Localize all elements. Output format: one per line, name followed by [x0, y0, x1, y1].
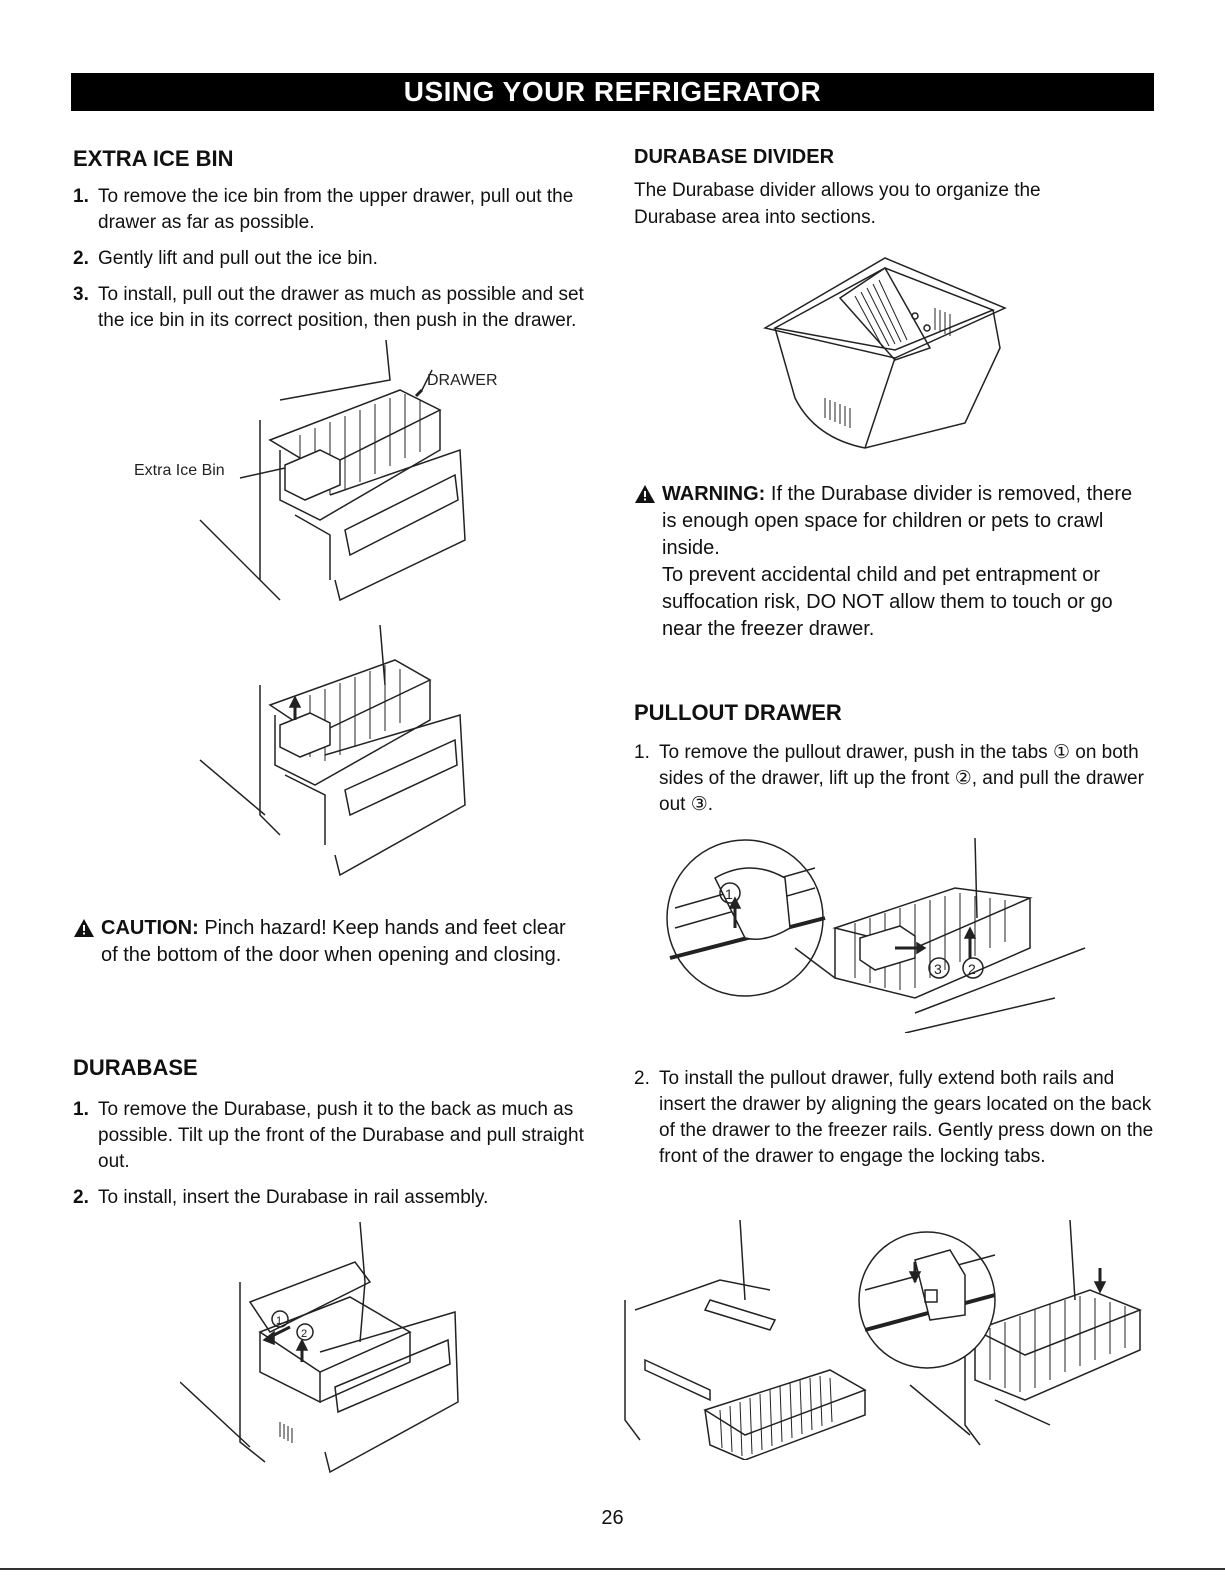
caution-text: Pinch hazard! Keep hands and feet clear … [101, 917, 566, 966]
extra-ice-bin-install-illustration [195, 625, 485, 885]
warning-label: WARNING: [662, 483, 766, 505]
svg-text:3: 3 [934, 961, 942, 977]
svg-text:2: 2 [301, 1328, 307, 1340]
list-item: 2.Gently lift and pull out the ice bin. [73, 248, 378, 269]
svg-text:2: 2 [968, 961, 976, 977]
pullout-drawer-section: PULLOUT DRAWER 1.To remove the pullout d… [634, 700, 1159, 828]
warning-text: If the Durabase divider is removed, ther… [662, 483, 1133, 559]
warning-note: WARNING: If the Durabase divider is remo… [634, 481, 1149, 643]
caution-triangle-icon [73, 918, 95, 946]
durabase-divider-heading: DURABASE DIVIDER [634, 146, 835, 168]
extra-ice-bin-heading: EXTRA ICE BIN [73, 146, 234, 171]
durabase-divider-section: DURABASE DIVIDER The Durabase divider al… [634, 146, 1159, 231]
durabase-removal-illustration: 1 2 [180, 1222, 470, 1482]
caution-note: CAUTION: Pinch hazard! Keep hands and fe… [73, 915, 583, 969]
durabase-steps: 1.To remove the Durabase, push it to the… [73, 1097, 603, 1211]
pullout-drawer-heading: PULLOUT DRAWER [634, 700, 842, 725]
pullout-drawer-install-illustration-left [610, 1220, 880, 1460]
svg-text:1: 1 [276, 1315, 282, 1327]
drawer-label: DRAWER [427, 372, 498, 389]
list-item: 2.To install the pullout drawer, fully e… [634, 1068, 1154, 1167]
durabase-section: DURABASE 1.To remove the Durabase, push … [73, 1055, 603, 1221]
svg-text:1: 1 [725, 886, 733, 902]
pullout-drawer-steps: 1.To remove the pullout drawer, push in … [634, 740, 1159, 818]
bottom-divider [0, 1568, 1225, 1570]
pullout-drawer-steps-2: 2.To install the pullout drawer, fully e… [634, 1066, 1159, 1170]
extra-ice-bin-label: Extra Ice Bin [134, 462, 225, 479]
durabase-divider-text: The Durabase divider allows you to organ… [634, 180, 1041, 228]
warning-text-2: To prevent accidental child and pet entr… [662, 564, 1113, 640]
list-item: 1.To remove the pullout drawer, push in … [634, 742, 1144, 815]
warning-triangle-icon [634, 484, 656, 512]
list-item: 3.To install, pull out the drawer as muc… [73, 284, 584, 331]
list-item: 1.To remove the ice bin from the upper d… [73, 186, 574, 233]
pullout-drawer-removal-illustration: 3 2 1 [655, 838, 1095, 1033]
page-number: 26 [601, 1507, 624, 1529]
durabase-heading: DURABASE [73, 1055, 198, 1080]
pullout-drawer-install-illustration-right [855, 1220, 1155, 1460]
pullout-drawer-install-section: 2.To install the pullout drawer, fully e… [634, 1066, 1159, 1180]
caution-label: CAUTION: [101, 917, 199, 939]
list-item: 2.To install, insert the Durabase in rai… [73, 1187, 489, 1208]
durabase-divider-illustration [755, 248, 1015, 458]
extra-ice-bin-section: EXTRA ICE BIN 1.To remove the ice bin fr… [73, 146, 603, 344]
list-item: 1.To remove the Durabase, push it to the… [73, 1099, 584, 1172]
page-header-banner: USING YOUR REFRIGERATOR [71, 73, 1154, 111]
extra-ice-bin-steps: 1.To remove the ice bin from the upper d… [73, 184, 603, 334]
extra-ice-bin-removal-illustration: DRAWER Extra Ice Bin [134, 340, 498, 620]
